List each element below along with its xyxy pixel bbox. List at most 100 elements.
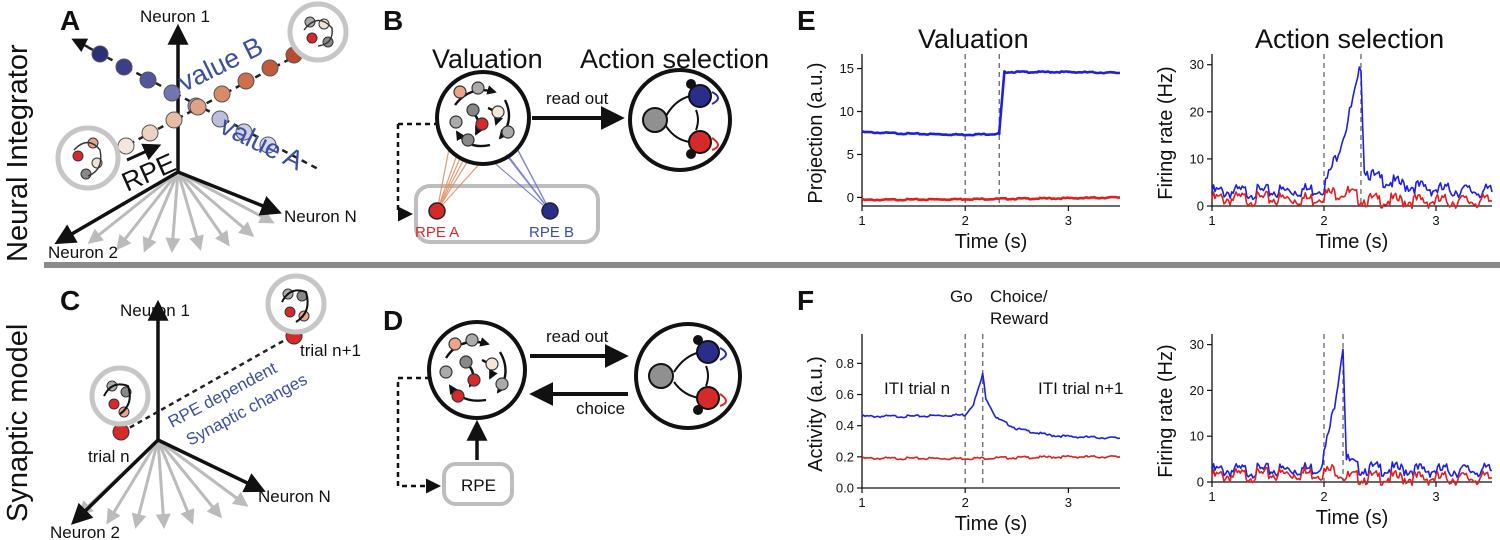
x-tick-label: 2 xyxy=(962,495,969,510)
y-tick-label: 5 xyxy=(847,147,854,162)
e-left-title: Valuation xyxy=(918,24,1029,54)
x-axis-label: Time (s) xyxy=(1316,231,1389,253)
axis-neuron-n: Neuron N xyxy=(284,207,357,226)
choice-reward-label-2: Reward xyxy=(990,309,1049,328)
panel-label-e: E xyxy=(797,5,816,36)
axis-neuron-2: Neuron 2 xyxy=(48,243,118,262)
panel-label-c: C xyxy=(60,285,80,316)
y-tick-label: 20 xyxy=(1190,383,1204,398)
y-tick-label: 0 xyxy=(1197,199,1204,214)
panel-c: Neuron 1 Neuron 2 Neuron N trial n trial… xyxy=(50,273,361,540)
panel-a: Neuron 1 Neuron 2 Neuron N xyxy=(48,1,357,262)
rpe-feedback-arrow xyxy=(396,124,413,222)
axis-neuron-1: Neuron 1 xyxy=(140,7,210,26)
y-axis-label: Firing rate (Hz) xyxy=(1155,66,1177,199)
read-out-label: read out xyxy=(546,89,609,108)
y-tick-label: 0.6 xyxy=(836,387,854,402)
rpe-a-label: RPE A xyxy=(415,224,459,241)
trial-n1-label: trial n+1 xyxy=(300,341,361,360)
go-label: Go xyxy=(950,287,973,306)
panel-label-b: B xyxy=(383,5,403,36)
x-tick-label: 2 xyxy=(1320,489,1327,504)
y-tick-label: 10 xyxy=(1190,429,1204,444)
gray-fan-arrows xyxy=(87,170,275,253)
y-tick-label: 30 xyxy=(1190,57,1204,72)
panel-label-d: D xyxy=(383,305,403,336)
y-axis-label: Activity (a.u.) xyxy=(805,356,827,472)
rpe-a-node xyxy=(428,202,446,220)
y-tick-label: 15 xyxy=(840,61,854,76)
y-tick-label: 0 xyxy=(1197,475,1204,490)
panel-label-f: F xyxy=(797,285,814,316)
axes-3d-c xyxy=(70,299,266,525)
iti-trial-n-label: ITI trial n xyxy=(884,379,950,398)
panel-d: read out choice RPE xyxy=(396,320,742,506)
trial-n-label: trial n xyxy=(88,447,130,466)
y-tick-label: 0.0 xyxy=(836,481,854,496)
choice-reward-label-1: Choice/ xyxy=(990,287,1048,306)
y-tick-label: 0.2 xyxy=(836,449,854,464)
gray-fan-arrows-c xyxy=(77,438,249,529)
x-tick-label: 3 xyxy=(1432,489,1439,504)
e-right-title: Action selection xyxy=(1255,24,1444,54)
y-tick-label: 30 xyxy=(1190,337,1204,352)
rpe-arrow xyxy=(126,143,162,162)
axis-neuron-n-c: Neuron N xyxy=(258,487,331,506)
valuation-nodes xyxy=(449,81,515,147)
blue-series-line xyxy=(1211,66,1493,201)
axis-neuron-2-c: Neuron 2 xyxy=(50,523,120,540)
mini-network-c-right xyxy=(265,273,327,335)
x-tick-label: 2 xyxy=(1320,213,1327,228)
mini-network-left xyxy=(55,125,121,191)
x-tick-label: 3 xyxy=(1065,495,1072,510)
y-tick-label: 10 xyxy=(1190,151,1204,166)
value-a-label: value A xyxy=(215,110,308,176)
x-tick-label: 1 xyxy=(858,213,865,228)
rpe-box xyxy=(414,184,600,244)
mini-network-right xyxy=(287,1,349,63)
y-tick-label: 10 xyxy=(840,104,854,119)
x-tick-label: 1 xyxy=(1208,489,1215,504)
trial-transition-line xyxy=(121,334,293,434)
y-tick-label: 20 xyxy=(1190,104,1204,119)
valuation-nodes-d xyxy=(439,333,509,403)
x-axis-label: Time (s) xyxy=(1316,507,1389,529)
panel-b: Valuation Action selection RPE A RPE B xyxy=(396,44,769,244)
x-tick-label: 3 xyxy=(1432,213,1439,228)
red-series-line xyxy=(1211,464,1493,487)
valuation-heading: Valuation xyxy=(432,44,543,74)
blue-series-line xyxy=(1211,348,1492,479)
y-tick-label: 0.8 xyxy=(836,356,854,371)
rpe-b-node xyxy=(541,202,559,220)
y-tick-label: 0.4 xyxy=(836,418,854,433)
mini-network-c-left xyxy=(89,365,151,427)
x-tick-label: 3 xyxy=(1065,213,1072,228)
rpe-b-label: RPE B xyxy=(529,224,574,241)
choice-label: choice xyxy=(576,399,625,418)
y-tick-label: 0 xyxy=(847,190,854,205)
rpe-feedback-arrow-d xyxy=(396,376,441,494)
row-label-top: Neural Integrator xyxy=(2,44,34,262)
blue-series-line xyxy=(861,70,1121,137)
x-tick-label: 1 xyxy=(1208,213,1215,228)
axes-3d xyxy=(54,23,282,245)
blue-series-line xyxy=(861,372,1121,440)
axis-neuron-1-c: Neuron 1 xyxy=(120,301,190,320)
row-label-bottom: Synaptic model xyxy=(2,324,34,522)
action-network-d xyxy=(648,335,727,415)
x-tick-label: 1 xyxy=(858,495,865,510)
red-series-line xyxy=(861,454,1121,461)
red-series-line xyxy=(861,195,1121,202)
read-out-label-d: read out xyxy=(546,327,609,346)
iti-trial-n1-label: ITI trial n+1 xyxy=(1038,379,1124,398)
y-axis-label: Projection (a.u.) xyxy=(805,62,827,203)
x-axis-label: Time (s) xyxy=(955,513,1028,535)
x-axis-label: Time (s) xyxy=(955,231,1028,253)
row-separator xyxy=(44,262,1500,268)
